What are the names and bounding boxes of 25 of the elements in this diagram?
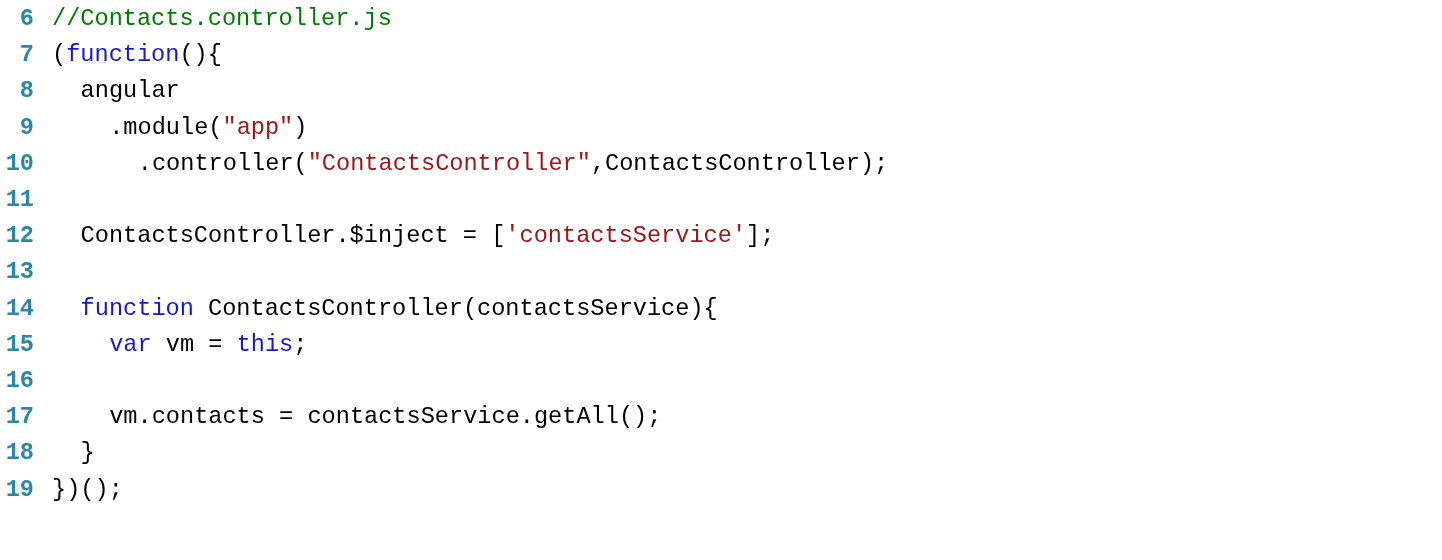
code-line: var vm = this; <box>109 329 308 360</box>
line-number: 18 <box>4 438 34 469</box>
code-line: ContactsController.$inject = ['contactsService']; <box>80 221 775 252</box>
line-number: 16 <box>4 366 34 396</box>
line-number: 13 <box>4 257 34 288</box>
code-line: (function(){ <box>52 40 222 71</box>
line-number: 14 <box>4 293 34 324</box>
code-line: })(); <box>52 474 123 505</box>
line-number: 17 <box>4 402 34 433</box>
code-line: vm.contacts = contactsService.getAll(); <box>109 402 662 433</box>
code-line: .module("app") <box>109 112 308 143</box>
line-number: 7 <box>18 40 34 71</box>
line-number: 9 <box>18 112 34 143</box>
line-number: 15 <box>4 329 34 360</box>
code-line: } <box>80 438 95 469</box>
code-line: function ContactsController(contactsService){ <box>80 293 718 324</box>
code-line: //Contacts.controller.js <box>52 4 392 34</box>
code-line: angular <box>80 76 180 107</box>
line-number: 19 <box>4 474 34 505</box>
line-number: 6 <box>18 4 34 34</box>
code-line: .controller("ContactsController",ContactsController); <box>137 148 889 179</box>
line-number: 12 <box>4 221 34 252</box>
line-number: 10 <box>4 148 34 179</box>
line-number: 8 <box>18 76 34 107</box>
line-number: 11 <box>4 185 34 215</box>
